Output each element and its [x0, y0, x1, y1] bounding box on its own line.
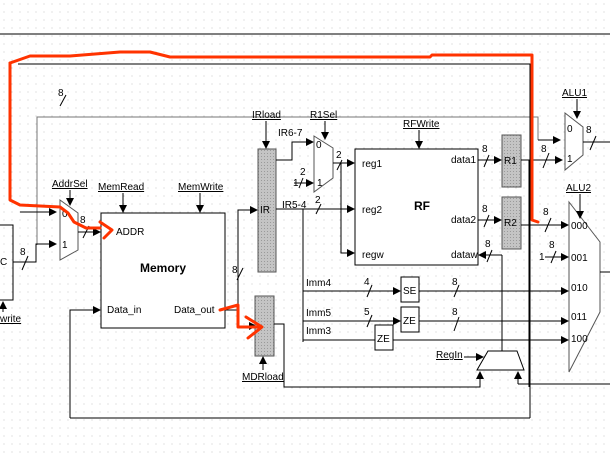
alu2-signal: ALU2: [566, 183, 591, 194]
memory-block: ADDR Memory Data_in Data_out MemRead Mem…: [98, 182, 226, 329]
register-file: reg1 reg2 regw RF data1 data2 dataw RFWr…: [354, 119, 479, 266]
svg-text:data1: data1: [451, 155, 476, 166]
svg-text:2: 2: [336, 150, 342, 161]
svg-text:2: 2: [315, 195, 321, 206]
svg-text:reg1: reg1: [362, 159, 382, 170]
mdr-load-signal: MDRload: [242, 372, 284, 383]
svg-text:data2: data2: [451, 215, 476, 226]
svg-text:8: 8: [452, 277, 458, 288]
svg-text:8: 8: [482, 144, 488, 155]
svg-text:Imm4: Imm4: [306, 278, 331, 289]
svg-text:IR6-7: IR6-7: [278, 128, 303, 139]
bus-width-top: 8: [58, 88, 67, 107]
svg-text:8: 8: [80, 215, 86, 226]
imm5-path: Imm5 5 ZE 8: [303, 306, 569, 333]
addr-sel-signal: AddrSel: [52, 179, 88, 190]
svg-text:1: 1: [539, 252, 545, 263]
ir54-wire: IR5-4 2: [276, 195, 355, 342]
svg-text:1: 1: [317, 178, 323, 189]
pc-write-signal: write: [0, 314, 22, 325]
data-in-wire: [69, 306, 101, 418]
rf-write-signal: RFWrite: [403, 119, 440, 130]
svg-text:8: 8: [541, 144, 547, 155]
r1-register: R1 8: [478, 134, 522, 188]
pc-out-wire: 8: [13, 240, 57, 271]
r1-sel-mux: 0 1 R1Sel 1 2 2: [293, 110, 355, 257]
svg-text:dataw: dataw: [451, 250, 478, 261]
svg-text:0: 0: [316, 140, 322, 151]
svg-text:regw: regw: [362, 250, 384, 261]
svg-text:0: 0: [567, 124, 573, 135]
red-annotation: [8, 50, 540, 340]
se-label: SE: [403, 286, 417, 297]
svg-text:1: 1: [567, 154, 573, 165]
imm3-path: Imm3 ZE: [303, 324, 569, 351]
mem-write-signal: MemWrite: [178, 182, 224, 193]
svg-text:8: 8: [20, 247, 26, 258]
ir-register: IR IRload: [252, 110, 281, 273]
ir67-wire: IR6-7: [276, 128, 314, 161]
alu2-mux: 000 001 010 011 100 ALU2 8 1 8: [521, 183, 610, 373]
alu1-signal: ALU1: [562, 88, 587, 99]
svg-text:011: 011: [571, 312, 587, 323]
memory-data-out-port: Data_out: [174, 305, 215, 316]
svg-text:5: 5: [364, 307, 370, 318]
alu1-mux: 0 1 ALU1 8 8: [521, 88, 610, 387]
regin-mux: RegIn: [436, 350, 610, 385]
memory-label: Memory: [140, 261, 186, 275]
top-bus-wire: [18, 63, 531, 220]
svg-text:8: 8: [543, 207, 549, 218]
svg-text:1: 1: [293, 178, 299, 189]
svg-text:R2: R2: [504, 218, 517, 229]
svg-text:8: 8: [452, 307, 458, 318]
svg-text:8: 8: [232, 265, 238, 276]
svg-text:100: 100: [571, 334, 588, 345]
svg-text:1: 1: [62, 240, 68, 251]
svg-text:010: 010: [571, 283, 588, 294]
svg-text:8: 8: [58, 88, 64, 99]
svg-text:000: 000: [571, 221, 588, 232]
svg-text:IR: IR: [260, 205, 270, 216]
svg-text:0: 0: [62, 209, 68, 220]
svg-text:8: 8: [482, 204, 488, 215]
svg-text:8: 8: [586, 125, 592, 136]
svg-text:reg2: reg2: [362, 205, 382, 216]
pc-register: C write: [0, 224, 22, 325]
ze1-label: ZE: [403, 316, 416, 327]
addr-sel-mux: 0 1 AddrSel 8: [20, 179, 101, 261]
svg-text:001: 001: [571, 253, 588, 264]
svg-text:Imm5: Imm5: [306, 308, 331, 319]
svg-text:Imm3: Imm3: [306, 326, 331, 337]
memory-data-in-port: Data_in: [107, 305, 141, 316]
r2-register: R2 8 8: [478, 196, 522, 360]
memory-addr-port: ADDR: [116, 227, 144, 238]
mdr-register: MDRload: [242, 295, 484, 388]
svg-text:2: 2: [300, 167, 306, 178]
svg-text:4: 4: [364, 277, 370, 288]
alu-result-feedback-wire: [36, 116, 561, 245]
rf-label: RF: [414, 199, 430, 213]
svg-text:8: 8: [485, 239, 491, 250]
svg-text:R1: R1: [504, 156, 517, 167]
ir-load-signal: IRload: [252, 110, 281, 121]
mem-read-signal: MemRead: [98, 182, 144, 193]
ze2-label: ZE: [377, 334, 390, 345]
svg-text:8: 8: [549, 240, 555, 251]
regin-signal: RegIn: [436, 350, 463, 361]
r1-sel-signal: R1Sel: [310, 110, 337, 121]
imm4-path: Imm4 4 SE 8: [303, 276, 569, 303]
svg-text:IR5-4: IR5-4: [282, 200, 307, 211]
svg-text:C: C: [0, 257, 7, 268]
